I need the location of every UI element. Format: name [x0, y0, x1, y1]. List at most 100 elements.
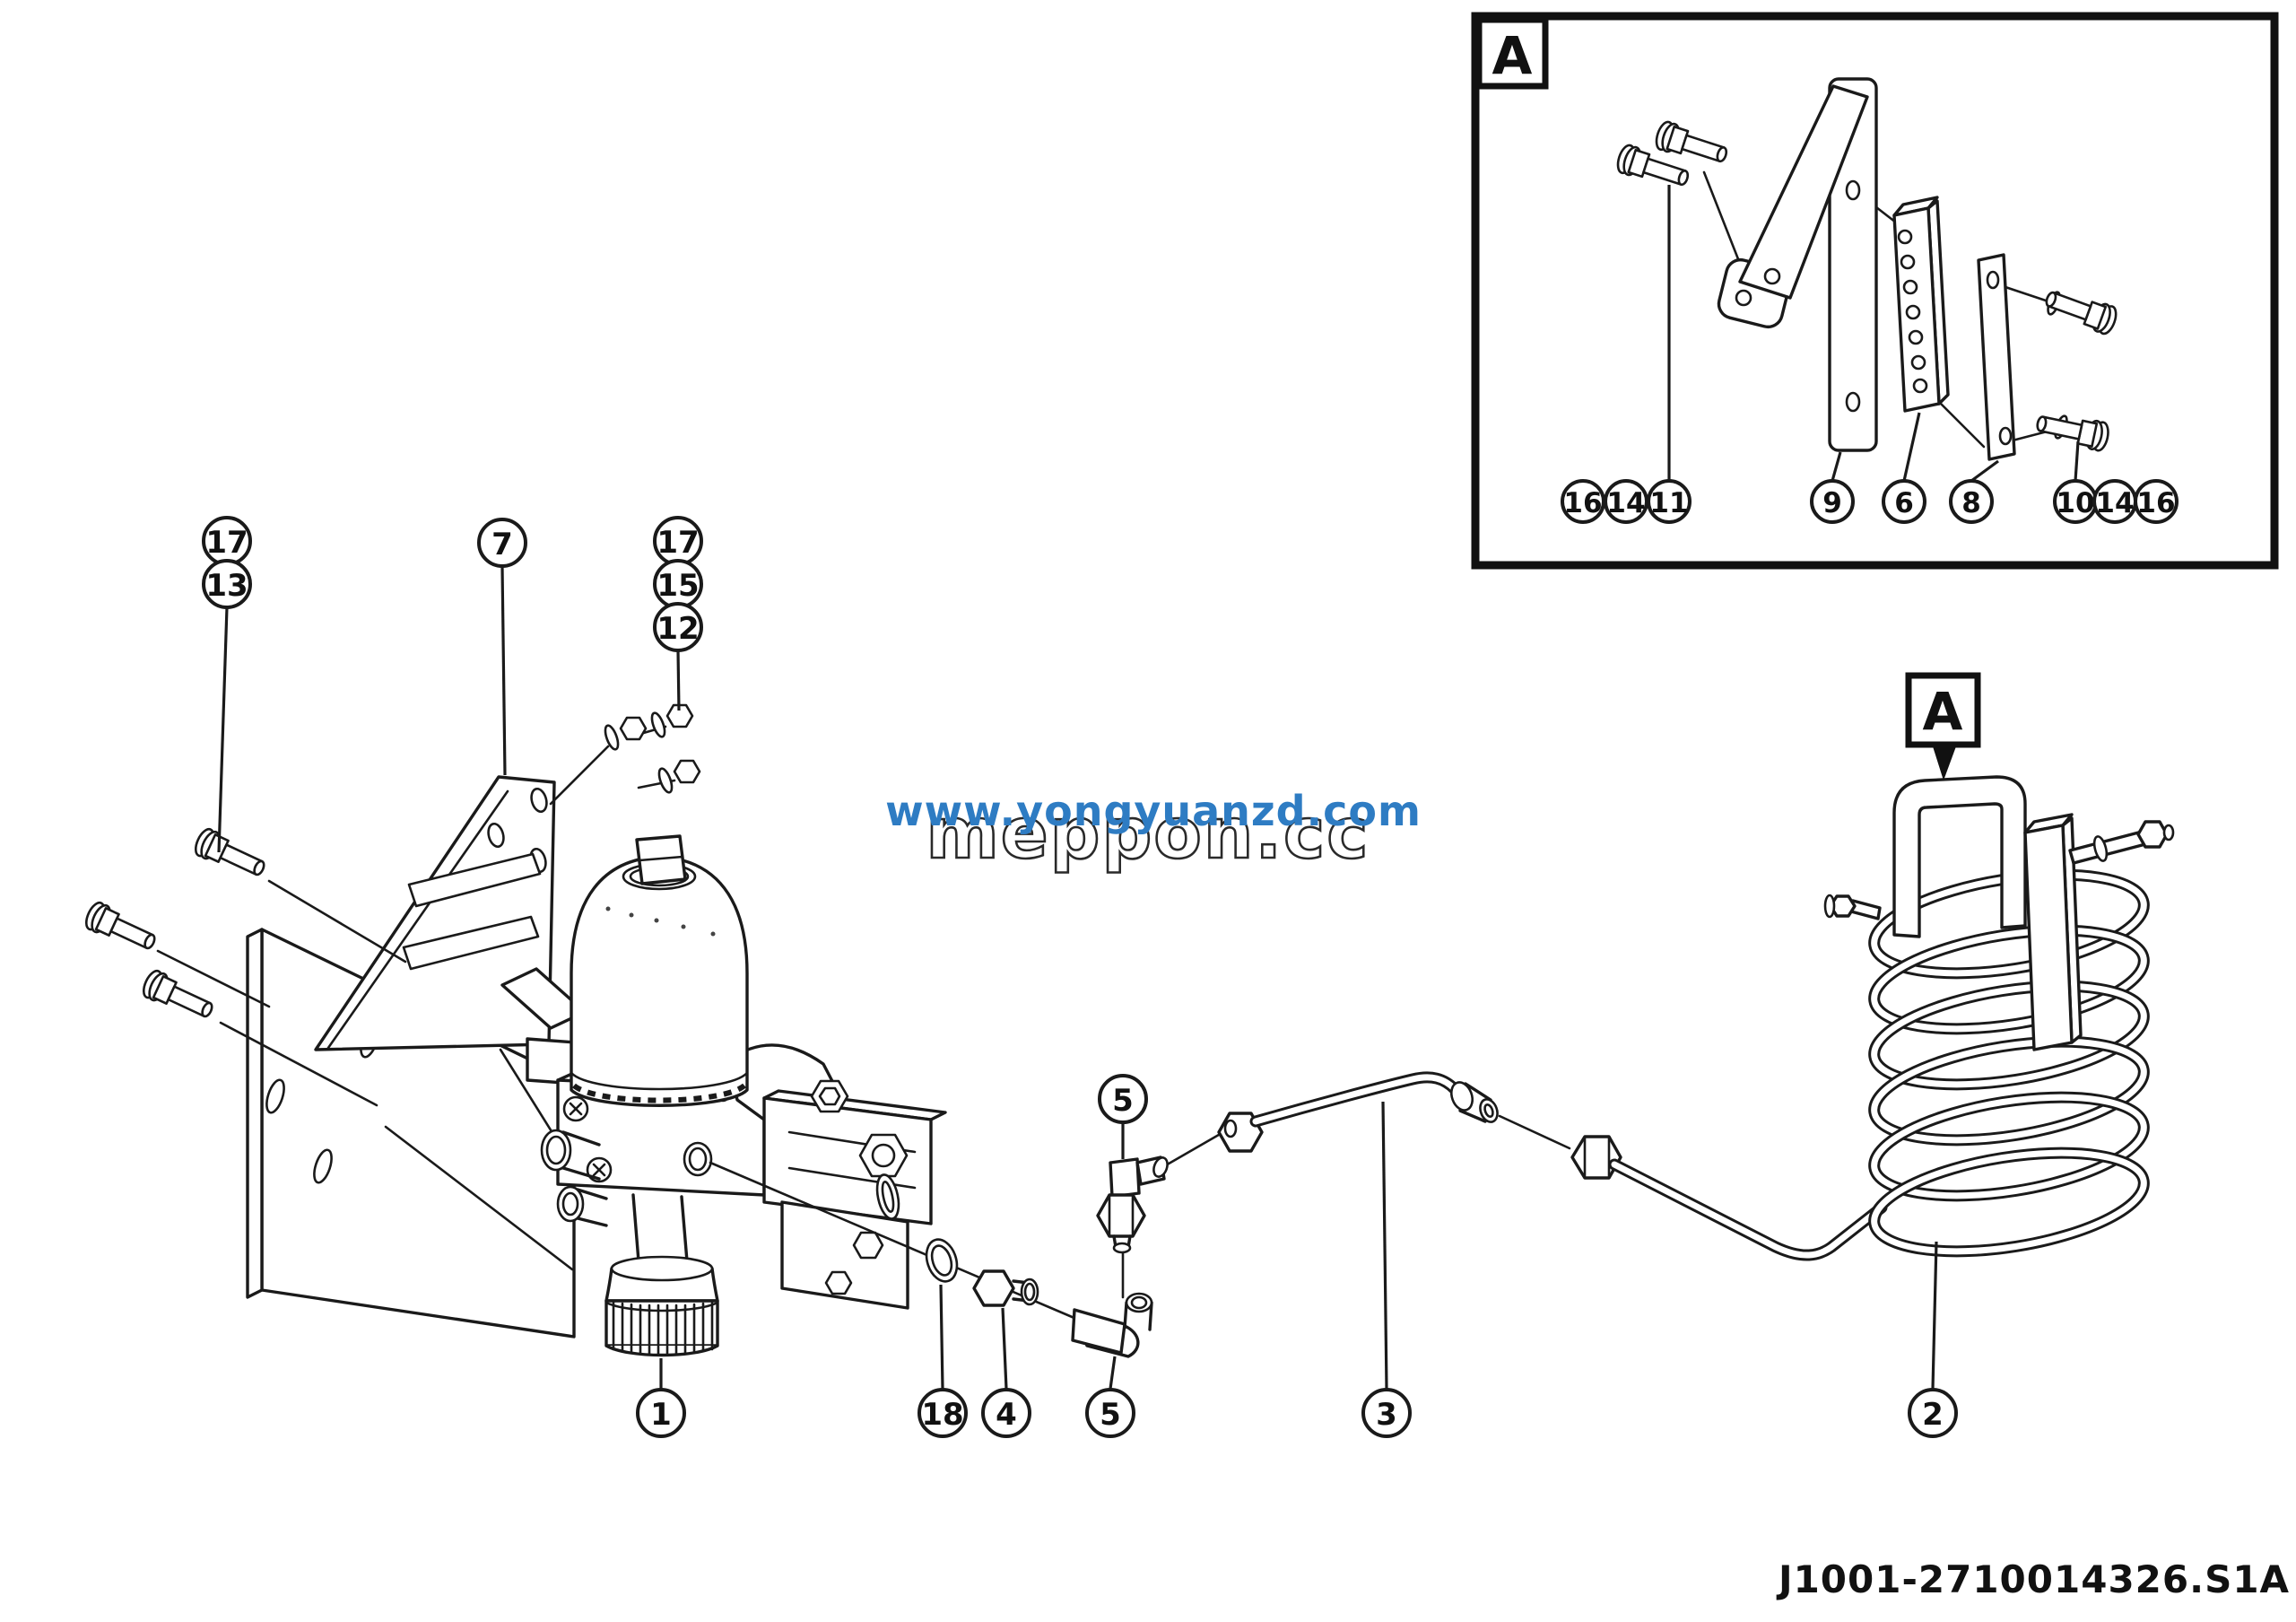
- detail-marker-letter: A: [1923, 681, 1963, 742]
- callout-circle: [1882, 479, 1926, 524]
- callout-number: 12: [657, 611, 699, 647]
- callout-circle: [1949, 479, 1994, 524]
- callout-18: 18: [918, 1284, 968, 1438]
- callout-circle: [1908, 1388, 1958, 1438]
- inset-bolts: [1613, 118, 2121, 454]
- callout-15: 15: [653, 559, 703, 609]
- callout-number: 14: [2095, 487, 2134, 519]
- callout-number: 13: [205, 568, 248, 604]
- callout-leader-line: [1109, 1356, 1117, 1390]
- callout-leader-line: [2074, 440, 2080, 482]
- fitting-axis-line: [709, 1161, 1078, 1321]
- callout-circle: [653, 602, 703, 652]
- part-code: J1001-2710014326.S1A: [1776, 1557, 2290, 1601]
- callout-circle: [1085, 1388, 1135, 1438]
- inset-z-bracket: [1717, 77, 1878, 452]
- callout-number: 3: [1376, 1397, 1397, 1433]
- callout-16: 16: [1561, 479, 1605, 524]
- callout-circle: [477, 518, 527, 568]
- callout-11: 11: [1647, 185, 1692, 524]
- callout-number: 9: [1822, 487, 1842, 519]
- elbow-upper: [1096, 1130, 1225, 1299]
- callout-number: 5: [1112, 1083, 1134, 1119]
- callout-number: 2: [1922, 1397, 1944, 1433]
- inset-detail-panel: A: [1471, 12, 2279, 570]
- coil-assembly: [1823, 775, 2175, 1258]
- callout-13: 13: [202, 559, 252, 853]
- callout-2: 2: [1908, 1241, 1958, 1438]
- watermark-url-text: www.yongyuanzd.com: [885, 787, 1422, 835]
- callout-circle: [202, 559, 252, 609]
- air-dryer-canister: [570, 834, 749, 1107]
- detail-marker-arrow: [1933, 746, 1956, 780]
- callout-number: 10: [2056, 487, 2094, 519]
- callout-circle: [2134, 479, 2179, 524]
- callout-14: 14: [1604, 479, 1648, 524]
- inset-clamp-plate: [1977, 253, 2016, 461]
- callout-number: 6: [1894, 487, 1914, 519]
- callout-leader-line: [500, 565, 507, 776]
- left-bolts: [81, 824, 407, 1107]
- callouts-main: 17 13 7 17 15 12 5 1 18 4 5 3 2: [202, 516, 1958, 1438]
- valve-body: [500, 967, 947, 1310]
- callout-12: 12: [653, 602, 703, 711]
- callout-number: 5: [1100, 1397, 1121, 1433]
- callout-leader-line: [1831, 451, 1842, 482]
- callout-number: 8: [1961, 487, 1981, 519]
- callout-number: 11: [1649, 487, 1688, 519]
- callout-circle: [981, 1388, 1031, 1438]
- coil-bracket-bolt: [2068, 829, 2151, 865]
- straight-fitting: [972, 1269, 1039, 1307]
- callout-number: 16: [2136, 487, 2175, 519]
- callout-leader-line: [1381, 1101, 1388, 1390]
- callout-circle: [1647, 479, 1692, 524]
- callout-leader-line: [676, 650, 681, 711]
- silencer: [604, 1255, 719, 1357]
- callout-leader-line: [1970, 459, 1999, 483]
- callout-number: 17: [205, 525, 248, 561]
- inset-marker-letter: A: [1492, 25, 1533, 86]
- callout-17: 17: [653, 516, 703, 566]
- callout-3: 3: [1361, 1101, 1412, 1438]
- callout-5: 5: [1098, 1074, 1148, 1159]
- callout-leader-line: [1931, 1241, 1938, 1390]
- callout-leader-line: [1902, 412, 1921, 482]
- detail-marker: A: [1905, 672, 1981, 780]
- elbow-lower: [1071, 1292, 1153, 1358]
- o-ring: [925, 1238, 959, 1283]
- callout-4: 4: [981, 1307, 1031, 1438]
- callout-number: 16: [1563, 487, 1602, 519]
- callout-5: 5: [1085, 1356, 1135, 1438]
- gusset-bracket: [314, 775, 556, 1051]
- callout-8: 8: [1949, 459, 1999, 524]
- callout-14: 14: [2092, 479, 2137, 524]
- callout-leader-line: [939, 1284, 944, 1390]
- callout-1: 1: [636, 1358, 686, 1438]
- callout-leader-line: [217, 606, 229, 853]
- callout-circle: [1098, 1074, 1148, 1124]
- callout-circle: [1810, 479, 1855, 524]
- callout-leader-line: [1001, 1307, 1008, 1390]
- tube-assembly: [1217, 1071, 1888, 1261]
- callout-17: 17: [202, 516, 252, 566]
- callout-10: 10: [2053, 440, 2098, 524]
- callout-circle: [918, 1388, 968, 1438]
- callout-number: 1: [650, 1397, 672, 1433]
- callout-number: 18: [921, 1397, 963, 1433]
- washer-bolt-cluster: [549, 703, 701, 806]
- callout-16: 16: [2134, 479, 2179, 524]
- callout-number: 15: [657, 568, 699, 604]
- callout-number: 7: [491, 527, 513, 562]
- callout-circle: [636, 1388, 686, 1438]
- callout-number: 17: [657, 525, 699, 561]
- inset-rubber-block: [1892, 196, 1950, 413]
- coil-bracket-strap: [1892, 775, 2027, 938]
- callout-9: 9: [1810, 451, 1855, 524]
- callout-circle: [1361, 1388, 1412, 1438]
- callout-number: 4: [996, 1397, 1017, 1433]
- callout-7: 7: [477, 518, 527, 776]
- callout-6: 6: [1882, 412, 1926, 524]
